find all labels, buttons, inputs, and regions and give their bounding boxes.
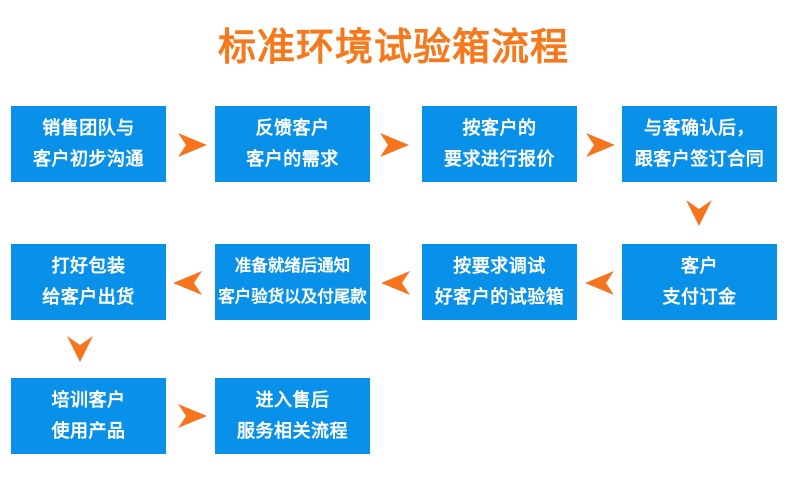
step-box-1: 销售团队与 客户初步沟通 [11,106,166,182]
step-3-line-1: 按客户的 [462,118,537,138]
step-6-line-2: 好客户的试验箱 [434,287,565,307]
step-2-line-1: 反馈客户 [255,118,330,138]
arrow-left-icon [585,271,614,295]
step-box-9: 培训客户 使用产品 [11,378,166,454]
step-6-line-1: 按要求调试 [453,256,546,276]
step-box-5: 客户 支付订金 [622,244,777,320]
arrow-down-icon [686,200,712,226]
flow-arrow-7-8 [173,271,203,297]
step-10-line-2: 服务相关流程 [237,421,348,441]
arrow-left-icon [173,271,202,295]
flow-arrow-5-6 [585,271,615,297]
step-7-line-2: 客户验货以及付尾款 [218,288,367,306]
step-8-line-1: 打好包装 [51,256,126,276]
step-1-line-1: 销售团队与 [42,118,135,138]
step-8-line-2: 给客户出货 [42,287,135,307]
arrow-left-icon [381,271,410,295]
step-4-line-1: 与客确认后， [644,118,755,138]
flow-arrow-4-5 [686,200,716,226]
arrow-right-icon [178,133,207,157]
step-box-6: 按要求调试 好客户的试验箱 [422,244,577,320]
step-3-line-2: 要求进行报价 [444,149,555,169]
step-box-3: 按客户的 要求进行报价 [422,106,577,182]
step-box-4: 与客确认后， 跟客户签订合同 [622,106,777,182]
step-box-2: 反馈客户 客户的需求 [215,106,370,182]
step-5-line-2: 支付订金 [662,287,737,307]
arrow-right-icon [586,133,615,157]
step-5-line-1: 客户 [681,256,718,276]
flow-arrow-1-2 [177,133,207,159]
step-9-line-2: 使用产品 [51,421,126,441]
step-box-8: 打好包装 给客户出货 [11,244,166,320]
arrow-right-icon [380,133,409,157]
step-10-line-1: 进入售后 [255,390,330,410]
flow-arrow-8-9 [67,336,97,362]
flow-arrow-9-10 [177,404,207,430]
step-7-line-1: 准备就绪后通知 [234,257,351,275]
arrow-down-icon [67,336,93,362]
page-title: 标准环境试验箱流程 [217,27,569,69]
step-9-line-1: 培训客户 [51,390,126,410]
flow-arrow-2-3 [379,133,409,159]
step-2-line-2: 客户的需求 [246,149,339,169]
step-1-line-2: 客户初步沟通 [33,149,144,169]
flow-arrow-6-7 [381,271,411,297]
arrow-right-icon [178,404,207,428]
step-box-10: 进入售后 服务相关流程 [215,378,370,454]
flow-arrow-3-4 [585,133,615,159]
step-4-line-2: 跟客户签订合同 [634,149,765,169]
step-box-7: 准备就绪后通知 客户验货以及付尾款 [215,244,370,320]
